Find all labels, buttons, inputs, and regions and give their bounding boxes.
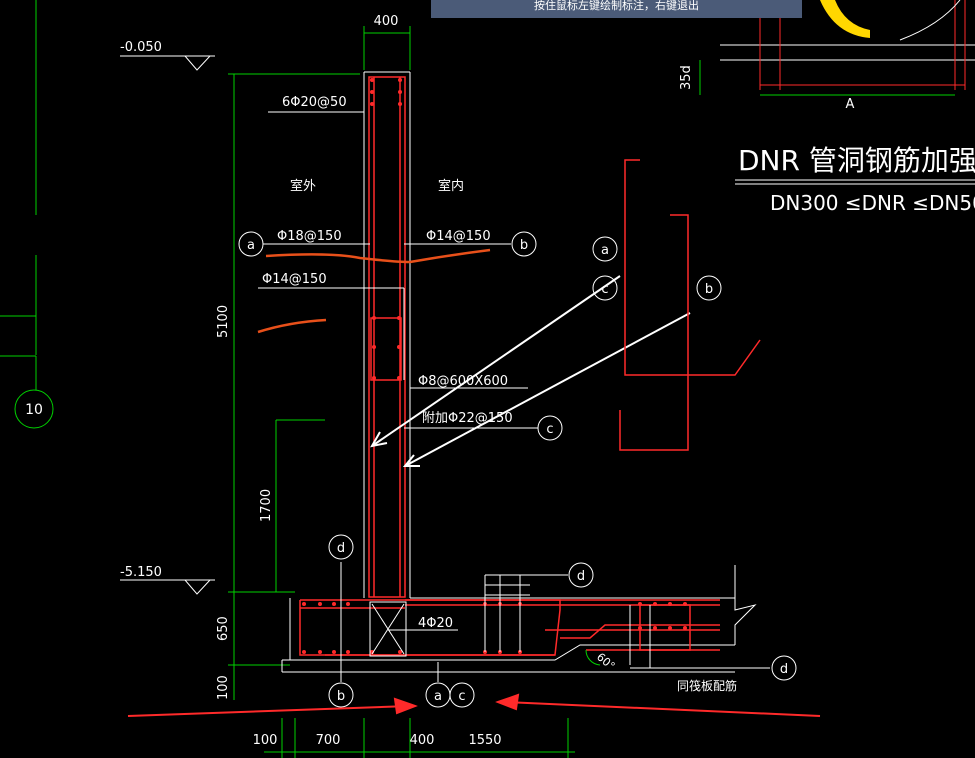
title-sub: DN300 ≤DNR ≤DN50 xyxy=(770,191,975,215)
dim-bottom-2: 700 xyxy=(316,733,341,748)
bubble-c-3: c xyxy=(592,275,618,301)
dim-100: 100 xyxy=(216,675,231,700)
axis-line-left xyxy=(0,0,37,390)
svg-text:a: a xyxy=(601,243,609,258)
wall-outline xyxy=(281,71,757,673)
svg-text:a: a xyxy=(434,689,442,704)
bubble-b-1: b xyxy=(511,231,537,257)
vertical-dimensions xyxy=(228,73,360,700)
bubble-a-2: a xyxy=(425,682,451,708)
orange-markup xyxy=(257,248,491,334)
label-outside: 室外 xyxy=(290,178,316,194)
dim-5100: 5100 xyxy=(216,305,231,338)
svg-text:c: c xyxy=(546,422,553,437)
svg-text:d: d xyxy=(337,541,345,556)
dim-bottom-4: 1550 xyxy=(468,733,501,748)
bubble-d-3: d xyxy=(771,655,797,681)
dim-bottom-1: 100 xyxy=(253,733,278,748)
label-raft: 同筏板配筋 xyxy=(677,678,737,693)
leaders xyxy=(258,111,770,682)
wall-rebar xyxy=(299,76,720,656)
axis-bubble-10: 10 xyxy=(14,389,54,429)
label-inside: 室内 xyxy=(438,178,464,194)
dim-bottom-3: 400 xyxy=(410,733,435,748)
dim-650: 650 xyxy=(216,616,231,641)
label-grid-a: A xyxy=(846,97,855,112)
base-cross xyxy=(369,601,407,657)
svg-text:b: b xyxy=(705,282,713,297)
title-block: DNR 管洞钢筋加强图2 DN300 ≤DNR ≤DN50 xyxy=(735,144,975,215)
bottom-dimensions xyxy=(264,718,575,758)
top-dimension: 400 xyxy=(363,14,411,70)
bubble-d-1: d xyxy=(328,534,354,560)
dim-1700: 1700 xyxy=(259,489,274,522)
svg-text:-0.050: -0.050 xyxy=(120,40,162,55)
label-angle: 60° xyxy=(594,650,617,672)
rebar-dots xyxy=(302,78,687,654)
svg-text:-5.150: -5.150 xyxy=(120,565,162,580)
svg-text:d: d xyxy=(780,662,788,677)
bubble-b-2: b xyxy=(328,682,354,708)
label-bar-left: Φ14@150 xyxy=(262,272,327,287)
white-arrows xyxy=(370,275,691,467)
red-arrows xyxy=(127,693,821,717)
top-right-detail: 35d A xyxy=(679,0,975,112)
axis-number: 10 xyxy=(25,402,43,418)
label-35d: 35d xyxy=(679,65,694,90)
bubble-c-1: c xyxy=(537,415,563,441)
bubble-a-3: a xyxy=(592,236,618,262)
svg-text:c: c xyxy=(601,282,608,297)
bubble-b-3: b xyxy=(696,275,722,301)
svg-text:c: c xyxy=(458,689,465,704)
label-bar-a: Φ18@150 xyxy=(277,229,342,244)
label-added: 附加Φ22@150 xyxy=(422,411,513,426)
label-base-bars: 4Φ20 xyxy=(418,616,453,631)
title-main: DNR 管洞钢筋加强图2 xyxy=(738,144,975,177)
svg-text:b: b xyxy=(520,238,528,253)
command-tooltip: 按住鼠标左键绘制标注，右键退出 xyxy=(431,0,802,18)
bubble-c-2: c xyxy=(449,682,475,708)
elevation-bottom: -5.150 xyxy=(120,565,215,595)
label-bar-b: Φ14@150 xyxy=(426,229,491,244)
elevation-top: -0.050 xyxy=(120,40,215,71)
svg-text:b: b xyxy=(337,689,345,704)
label-top-rebar: 6Φ20@50 xyxy=(282,95,347,110)
svg-text:a: a xyxy=(247,238,255,253)
label-tie: Φ8@600X600 xyxy=(418,374,508,389)
svg-text:d: d xyxy=(577,569,585,584)
bubble-d-2: d xyxy=(568,562,594,588)
right-red-sketch xyxy=(619,159,761,451)
svg-text:400: 400 xyxy=(374,14,399,29)
bubble-a-1: a xyxy=(238,231,264,257)
